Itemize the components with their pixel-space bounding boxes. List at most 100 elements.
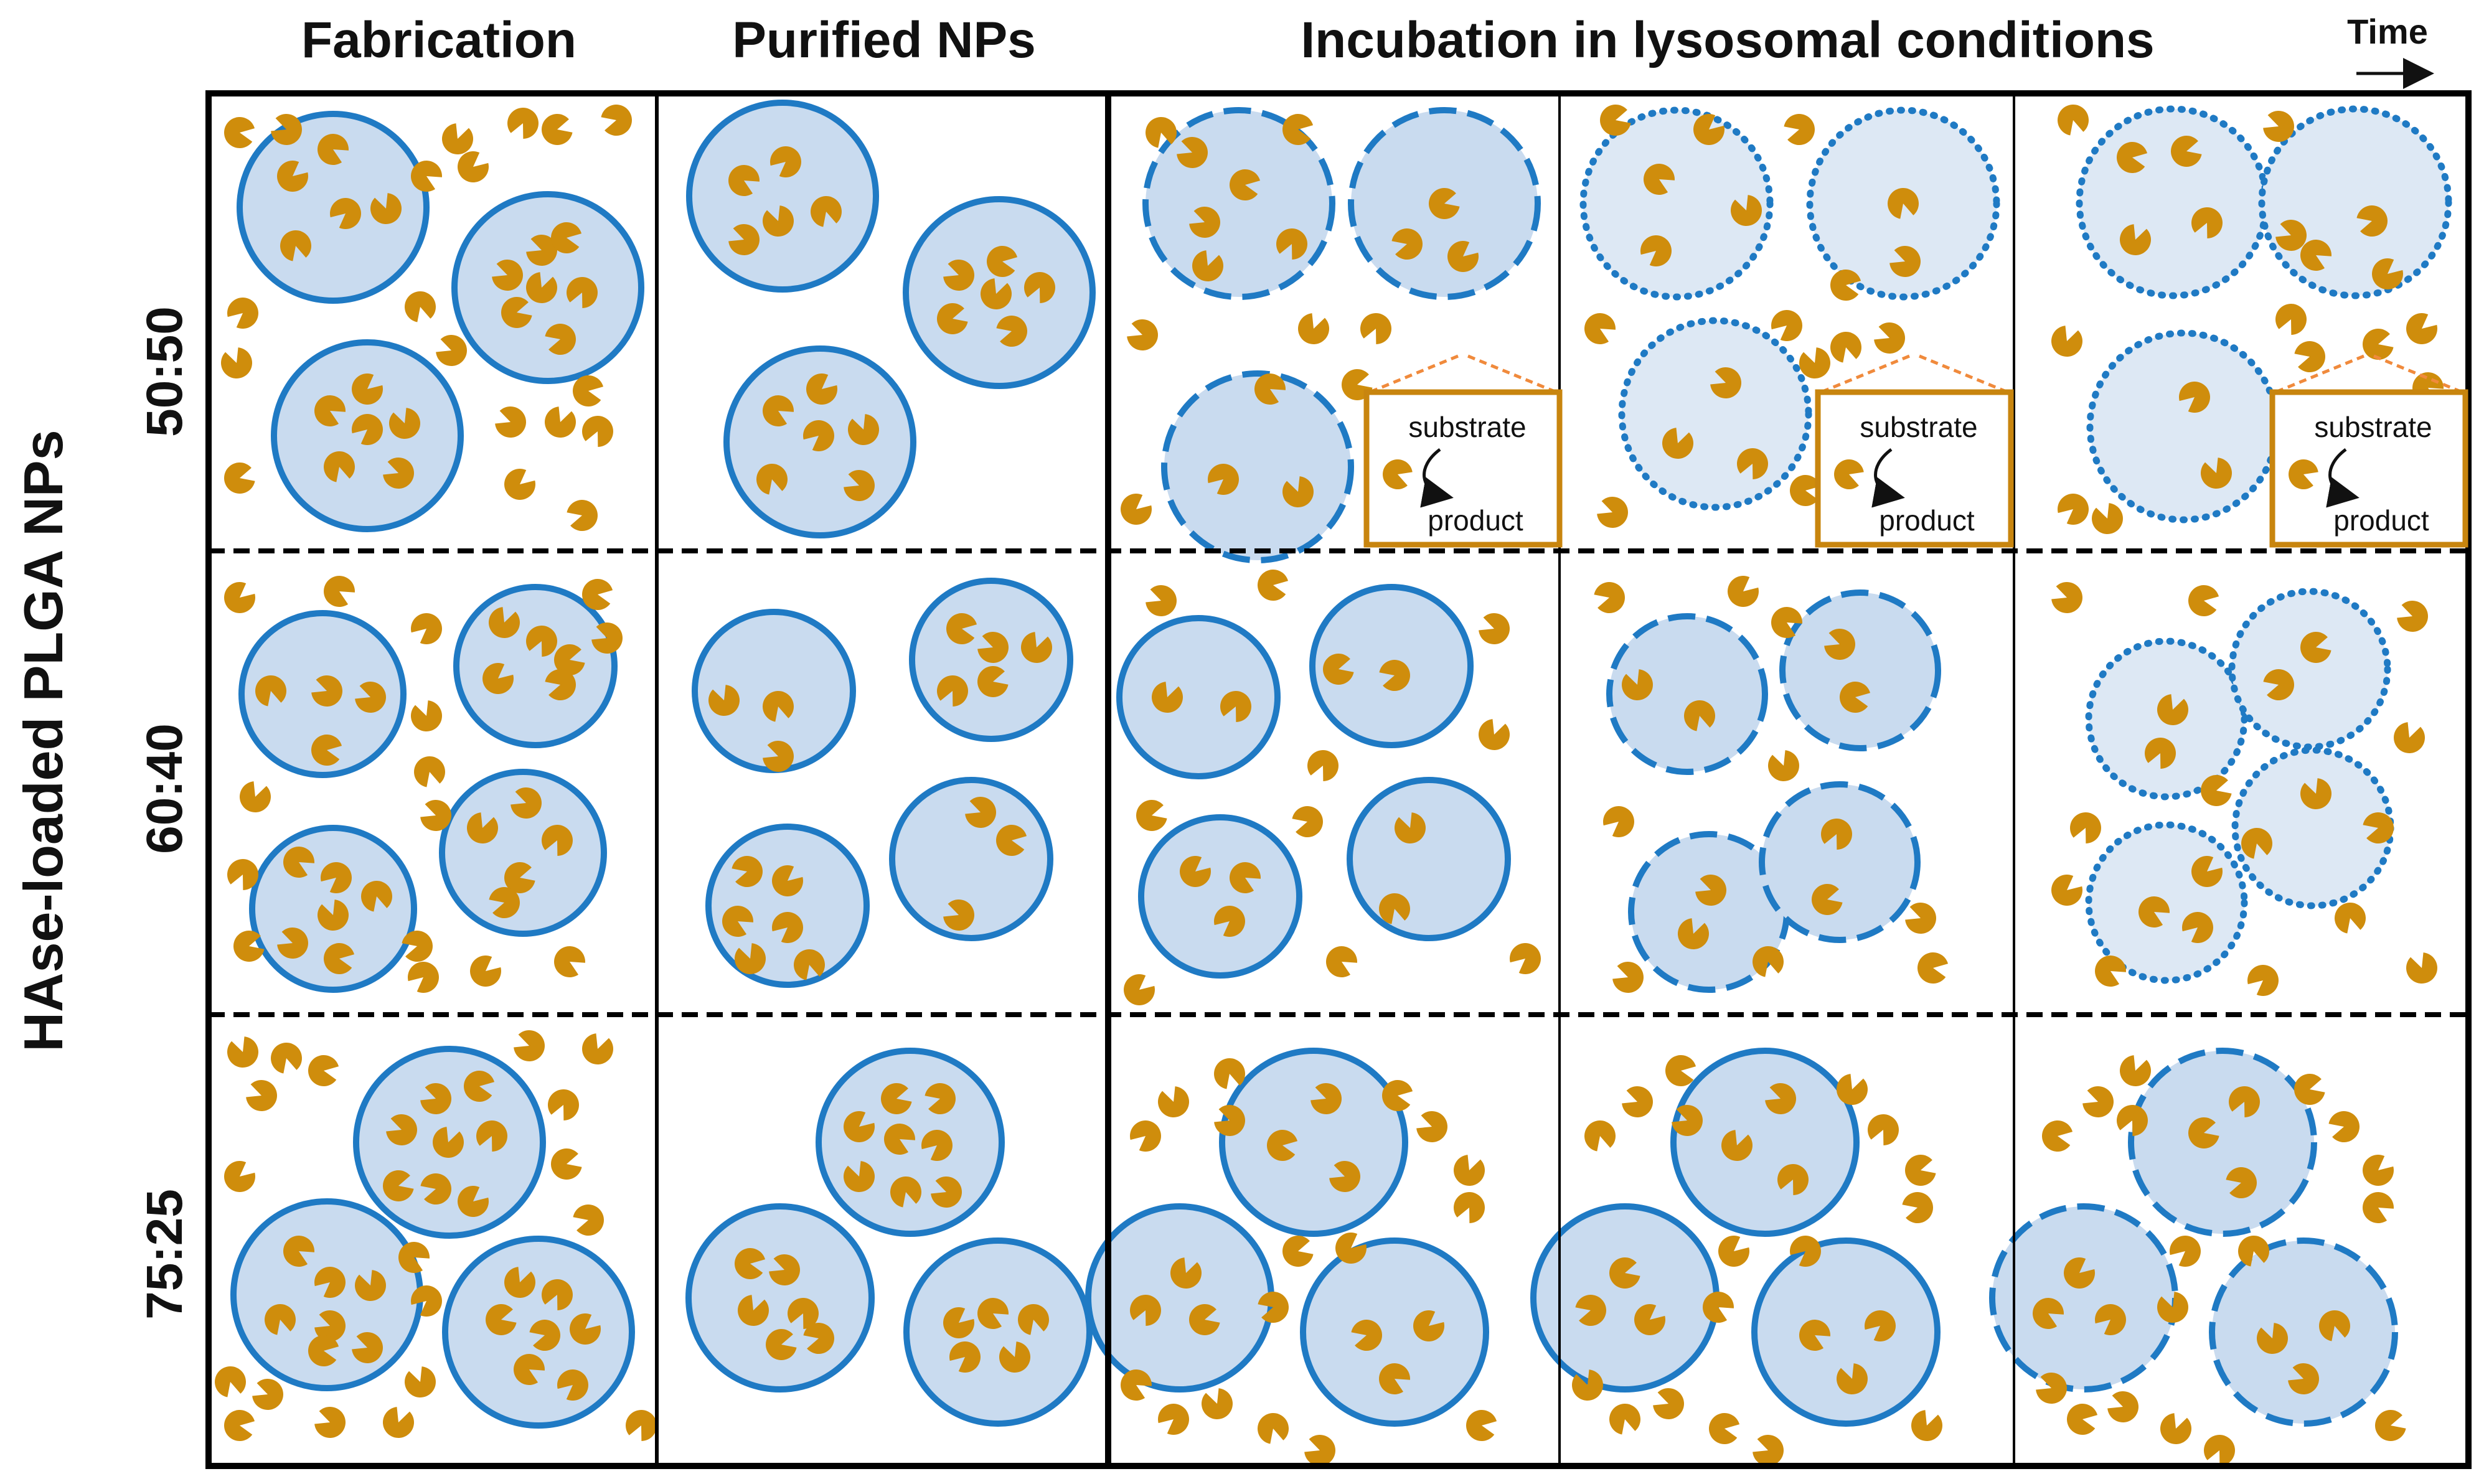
enzyme-icon	[977, 632, 1009, 663]
enzyme-icon	[507, 108, 539, 139]
enzyme-icon	[548, 1089, 579, 1120]
enzyme-icon	[1672, 1105, 1703, 1136]
enzyme-icon	[2406, 313, 2437, 344]
enzyme-icon	[330, 198, 361, 229]
enzyme-icon	[1192, 250, 1223, 281]
enzyme-icon	[1824, 629, 1855, 660]
enzyme-icon	[383, 1170, 414, 1201]
enzyme-icon	[386, 1114, 417, 1145]
enzyme-icon	[2356, 205, 2388, 237]
nanoparticle	[1219, 1048, 1408, 1237]
enzyme-icon	[227, 298, 258, 329]
enzyme-icon	[2294, 1074, 2325, 1105]
enzyme-icon	[308, 1335, 339, 1366]
enzyme-icon	[890, 1176, 921, 1208]
enzyme-icon	[265, 1304, 296, 1335]
enzyme-icon	[2397, 601, 2428, 632]
enzyme-icon	[1575, 1295, 1606, 1326]
enzyme-icon	[1662, 428, 1693, 459]
enzyme-icon	[2363, 329, 2394, 360]
enzyme-icon	[1731, 195, 1762, 226]
enzyme-icon	[1768, 750, 1799, 781]
enzyme-icon	[554, 946, 585, 977]
inset-substrate-label: substrate	[1860, 411, 1977, 443]
enzyme-icon	[271, 114, 302, 145]
enzyme-icon	[514, 1354, 545, 1385]
enzyme-icon	[464, 1071, 495, 1102]
enzyme-icon	[504, 469, 535, 500]
enzyme-icon	[763, 741, 794, 772]
enzyme-icon	[763, 205, 794, 237]
enzyme-icon	[943, 899, 974, 931]
enzyme-icon	[1379, 1363, 1410, 1394]
enzyme-icon	[1644, 164, 1675, 195]
enzyme-icon	[1830, 270, 1861, 301]
enzyme-icon	[1479, 613, 1510, 644]
enzyme-icon	[1678, 918, 1709, 949]
enzyme-icon	[2095, 1304, 2126, 1335]
enzyme-icon	[526, 235, 557, 266]
enzyme-icon	[2120, 1055, 2151, 1086]
enzyme-icon	[2138, 896, 2170, 928]
enzyme-icon	[981, 278, 1012, 309]
enzyme-icon	[806, 373, 837, 405]
enzyme-icon	[2067, 1404, 2098, 1435]
enzyme-icon	[881, 1083, 912, 1114]
nanoparticle	[1530, 1203, 1720, 1392]
enzyme-icon	[482, 663, 514, 694]
nanoparticle	[816, 1048, 1005, 1237]
enzyme-icon	[844, 1161, 875, 1192]
enzyme-icon	[504, 862, 535, 893]
enzyme-icon	[2095, 956, 2126, 987]
enzyme-icon	[1158, 1404, 1189, 1435]
enzyme-icon	[1282, 1236, 1314, 1267]
inset-connector	[1467, 354, 1557, 394]
enzyme-icon	[1124, 974, 1155, 1005]
enzyme-icon	[255, 675, 286, 707]
enzyme-icon	[1177, 137, 1208, 168]
reaction-inset: substrate product	[2269, 354, 2468, 548]
enzyme-icon	[1771, 310, 1802, 341]
enzyme-icon	[1292, 806, 1323, 837]
enzyme-icon	[277, 161, 308, 192]
enzyme-icon	[1600, 105, 1631, 136]
enzyme-icon	[1905, 903, 1936, 934]
enzyme-icon	[2160, 1413, 2191, 1444]
enzyme-icon	[2036, 1373, 2067, 1404]
enzyme-icon	[314, 1310, 346, 1341]
enzyme-icon	[738, 1295, 769, 1326]
enzyme-icon	[772, 912, 803, 943]
enzyme-icon	[271, 1043, 302, 1074]
enzyme-icon	[2300, 778, 2331, 809]
inset-product-label: product	[2333, 504, 2429, 537]
enzyme-icon	[355, 1270, 386, 1301]
enzyme-icon	[318, 899, 349, 931]
enzyme-icon	[408, 962, 439, 993]
enzyme-icon	[470, 956, 501, 987]
nanoparticle	[1759, 781, 1921, 943]
enzyme-icon	[1391, 228, 1423, 260]
enzyme-icon	[314, 1407, 346, 1438]
nanoparticle	[1116, 615, 1281, 779]
enzyme-icon	[1395, 812, 1426, 843]
enzyme-icon	[352, 373, 383, 405]
enzyme-icon	[1703, 1292, 1734, 1323]
enzyme-icon	[1695, 875, 1726, 906]
enzyme-icon	[1834, 459, 1864, 489]
enzyme-icon	[2319, 1310, 2350, 1341]
enzyme-icon	[1889, 246, 1921, 277]
enzyme-icon	[2247, 965, 2279, 996]
enzyme-icon	[2375, 1410, 2406, 1441]
enzyme-icon	[545, 669, 576, 700]
enzyme-icon	[1258, 570, 1289, 601]
enzyme-icon	[2171, 136, 2202, 167]
enzyme-icon	[420, 1083, 451, 1114]
inset-substrate-label: substrate	[2314, 411, 2432, 443]
enzyme-icon	[2363, 812, 2394, 843]
enzyme-icon	[1917, 952, 1949, 984]
enzyme-icon	[2092, 503, 2123, 534]
enzyme-icon	[227, 1036, 258, 1068]
enzyme-icon	[1189, 207, 1220, 238]
enzyme-icon	[1634, 1304, 1665, 1335]
